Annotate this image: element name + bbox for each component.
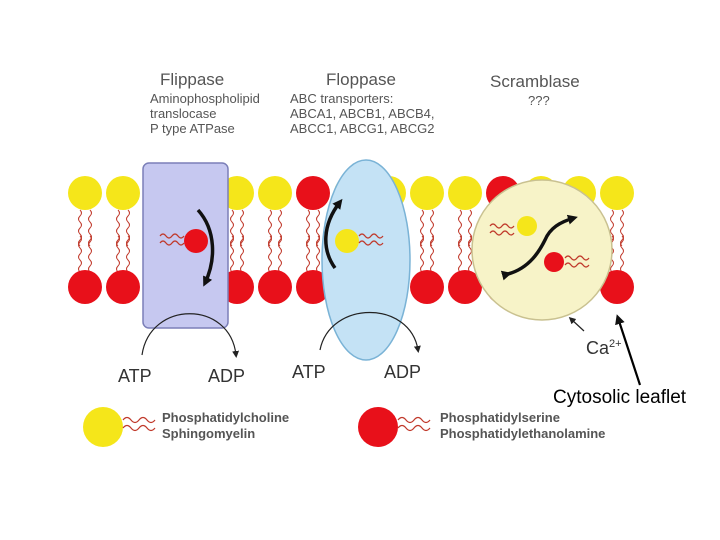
floppase-description: ABC transporters: ABCA1, ABCB1, ABCB4, A…	[290, 91, 435, 136]
lipid-tail	[458, 235, 462, 273]
inner-leaflet-head	[410, 270, 444, 304]
lipid-tail	[620, 235, 624, 273]
flippase-atp-label: ATP	[118, 366, 152, 386]
lipid-tail	[78, 235, 82, 273]
lipid-tail	[430, 235, 434, 273]
lipid-tail	[458, 209, 462, 247]
lipid-tail	[420, 209, 424, 247]
flippase-atp-arc	[141, 313, 240, 358]
legend-red-lipids-text: Phosphatidylserine Phosphatidylethanolam…	[440, 410, 606, 441]
cytosolic-leaflet-callout: Cytosolic leaflet	[553, 387, 687, 408]
outer-leaflet-head	[258, 176, 292, 210]
lipid-tail	[306, 209, 310, 247]
lipid-tail	[268, 209, 272, 247]
lipid-tail	[278, 209, 282, 247]
lipid-tail	[78, 209, 82, 247]
floppase-protein	[321, 159, 411, 361]
lipid-tail	[116, 209, 120, 247]
outer-leaflet-head	[448, 176, 482, 210]
lipid-tail	[316, 235, 320, 273]
lipid-tail	[126, 209, 130, 247]
outer-leaflet-head	[296, 176, 330, 210]
lipid-tail	[468, 235, 472, 273]
flippase-description: Aminophospholipid translocase P type ATP…	[150, 91, 260, 136]
inner-leaflet-head	[68, 270, 102, 304]
scramblase-title: Scramblase	[490, 72, 580, 91]
scramblase-protein	[471, 179, 613, 321]
calcium-charge: 2+	[609, 338, 622, 350]
outer-leaflet-head	[106, 176, 140, 210]
inner-leaflet-head	[258, 270, 292, 304]
lipid-tail	[88, 235, 92, 273]
floppase-outward-arrow	[324, 198, 343, 270]
flippase-adp-label: ADP	[208, 366, 246, 386]
flippase-cargo-lipid	[159, 229, 208, 253]
lipid-tail	[126, 235, 130, 273]
callout-arrow	[615, 314, 642, 386]
lipid-tail	[620, 209, 624, 247]
lipid-tail	[420, 235, 424, 273]
floppase-atp-label: ATP	[292, 362, 326, 382]
calcium-symbol: Ca	[586, 338, 610, 358]
legend-yellow-lipid-icon	[83, 407, 156, 447]
lipid-tail	[230, 209, 234, 247]
lipid-tail	[306, 235, 310, 273]
lipid-tail	[240, 209, 244, 247]
scramblase-bidirectional-arrow	[500, 214, 578, 281]
lipid-tail	[278, 235, 282, 273]
floppase-atp-arc	[319, 311, 421, 353]
lipid-tail	[468, 209, 472, 247]
lipid-tail	[268, 235, 272, 273]
floppase-cargo-lipid	[335, 229, 384, 253]
floppase-adp-label: ADP	[384, 362, 422, 382]
legend-red-lipid-icon	[358, 407, 431, 447]
outer-leaflet-head	[68, 176, 102, 210]
outer-leaflet-head	[600, 176, 634, 210]
flippase-title: Flippase	[160, 70, 225, 89]
lipid-tail	[316, 209, 320, 247]
lipid-tail	[88, 209, 92, 247]
calcium-label: Ca2+	[586, 338, 622, 359]
flippase-inward-arrow	[196, 208, 215, 287]
outer-leaflet-head	[410, 176, 444, 210]
inner-leaflet-head	[600, 270, 634, 304]
inner-leaflet-head	[106, 270, 140, 304]
lipid-tail	[240, 235, 244, 273]
lipid-tail	[230, 235, 234, 273]
lipid-tail	[116, 235, 120, 273]
calcium-arrow	[568, 316, 585, 332]
inner-leaflet-head	[296, 270, 330, 304]
legend-yellow-lipids-text: Phosphatidylcholine Sphingomyelin	[162, 410, 290, 441]
floppase-title: Floppase	[326, 70, 396, 89]
inner-leaflet-head	[448, 270, 482, 304]
lipid-tail	[430, 209, 434, 247]
scramblase-description: ???	[528, 93, 550, 108]
